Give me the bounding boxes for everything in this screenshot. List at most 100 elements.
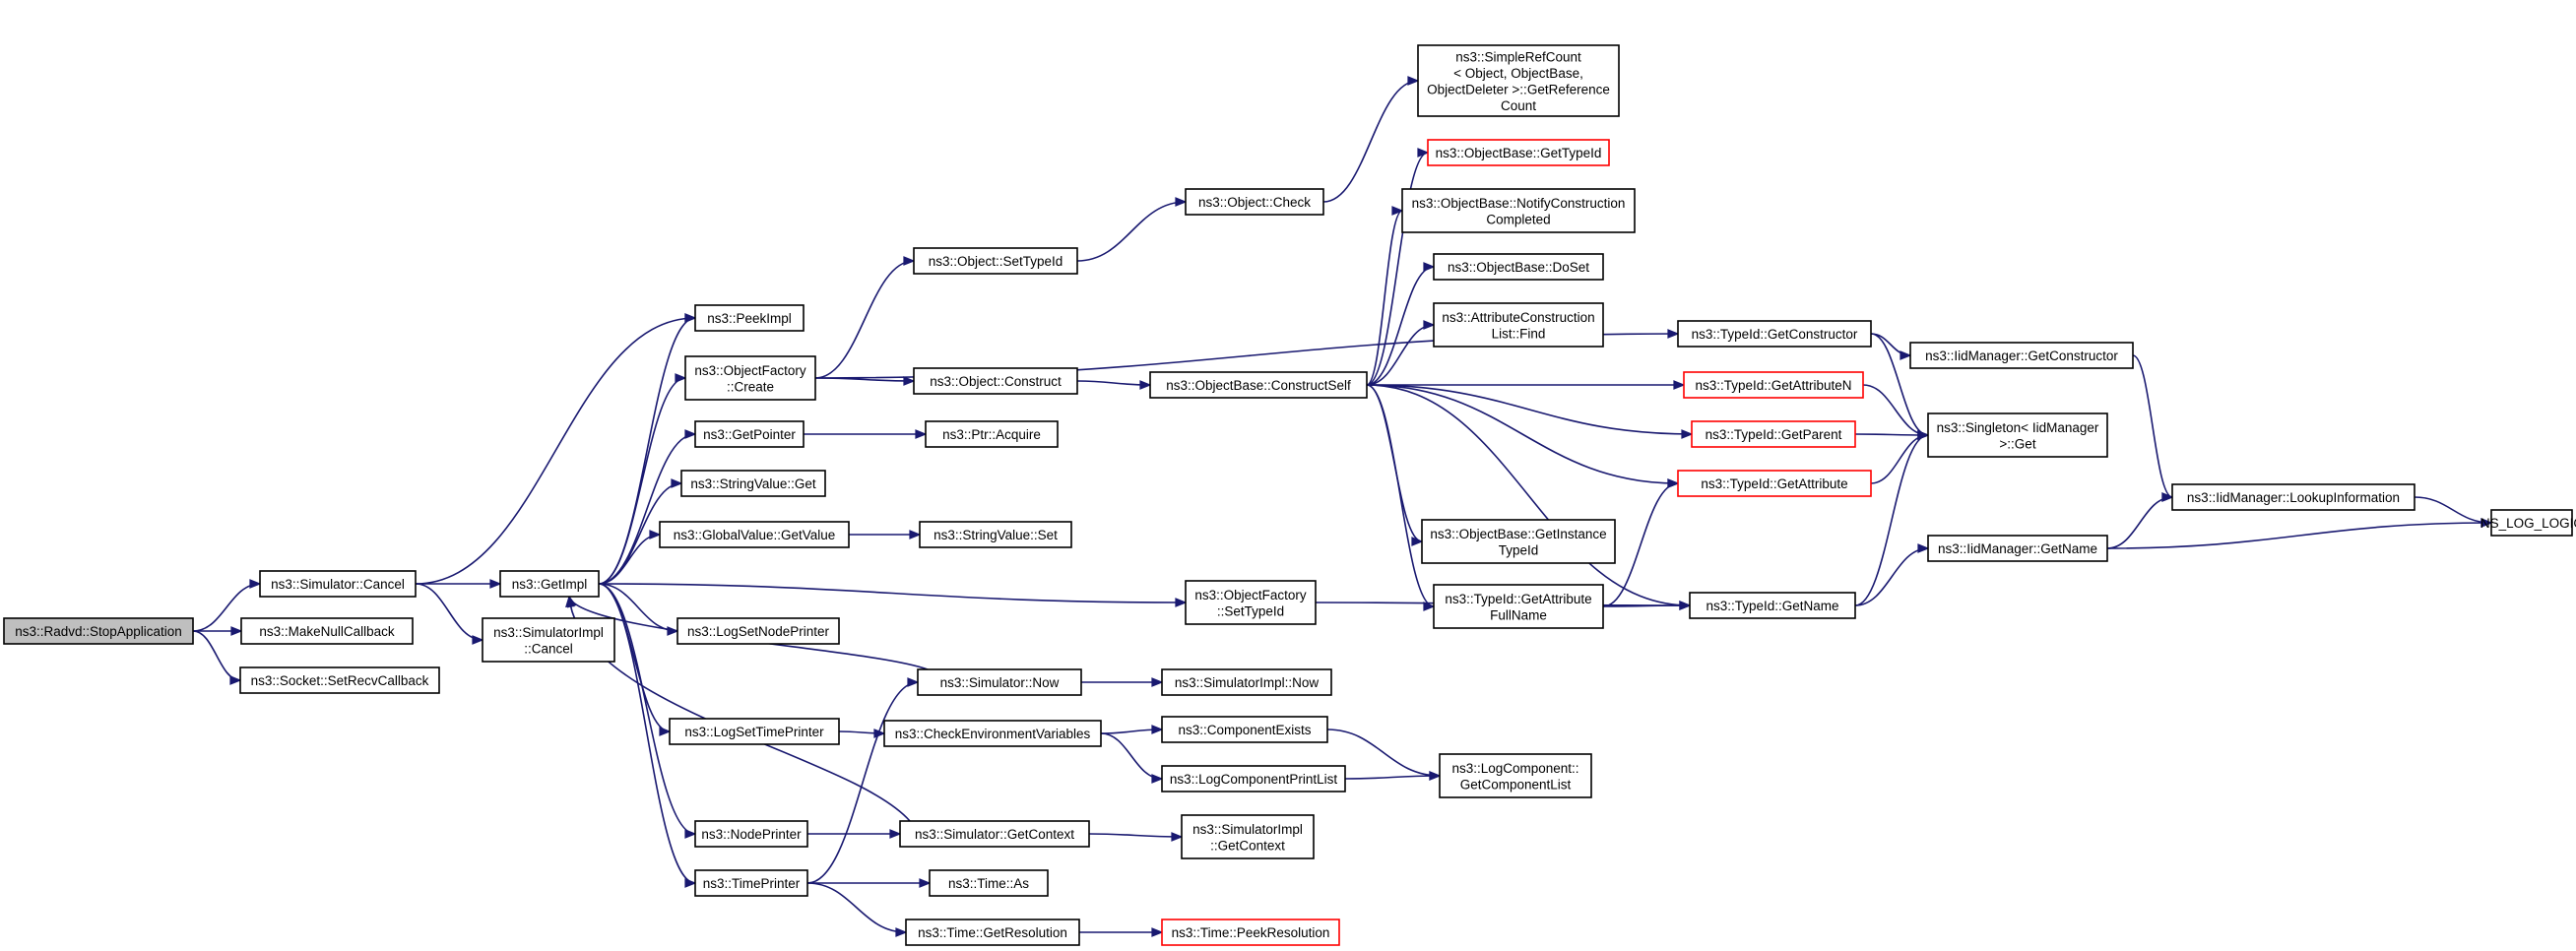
- node-peek-impl[interactable]: ns3::PeekImpl: [694, 304, 805, 332]
- node-log-set-node[interactable]: ns3::LogSetNodePrinter: [676, 617, 840, 645]
- node-iid-lookup[interactable]: ns3::IidManager::LookupInformation: [2171, 483, 2415, 511]
- node-label: ns3::PeekImpl: [707, 311, 792, 326]
- node-sim-now[interactable]: ns3::Simulator::Now: [917, 668, 1082, 696]
- node-src-get-ref[interactable]: ns3::SimpleRefCount< Object, ObjectBase,…: [1417, 44, 1620, 117]
- node-obj-set-type-id[interactable]: ns3::Object::SetTypeId: [913, 247, 1078, 275]
- node-box: [680, 470, 826, 497]
- node-log-set-time[interactable]: ns3::LogSetTimePrinter: [669, 718, 840, 745]
- node-box: [2490, 509, 2573, 537]
- node-time-peek-res[interactable]: ns3::Time::PeekResolution: [1161, 919, 1340, 946]
- node-tid-get-attr[interactable]: ns3::TypeId::GetAttribute: [1677, 470, 1872, 497]
- node-label: ns3::SimulatorImpl: [1192, 822, 1303, 837]
- node-ob-construct-self[interactable]: ns3::ObjectBase::ConstructSelf: [1149, 371, 1368, 399]
- node-label: ns3::ObjectBase::NotifyConstruction: [1412, 196, 1626, 211]
- call-edge: [192, 579, 262, 632]
- node-ob-do-set[interactable]: ns3::ObjectBase::DoSet: [1433, 253, 1604, 281]
- arrowhead: [1391, 206, 1404, 216]
- call-edge: [1076, 380, 1152, 390]
- node-ptr-acquire[interactable]: ns3::Ptr::Acquire: [925, 420, 1059, 448]
- node-time-printer[interactable]: ns3::TimePrinter: [694, 869, 808, 897]
- node-gv-get-value[interactable]: ns3::GlobalValue::GetValue: [659, 521, 850, 548]
- arrowhead: [659, 727, 672, 736]
- node-box: [913, 367, 1078, 395]
- arrowhead: [671, 478, 683, 488]
- node-label: ns3::ObjectFactory: [694, 363, 806, 378]
- call-edge: [193, 626, 243, 636]
- node-tid-get-attr-n[interactable]: ns3::TypeId::GetAttributeN: [1683, 371, 1864, 399]
- node-ns-log-logic[interactable]: NS_LOG_LOGIC: [2480, 509, 2576, 537]
- node-tid-get-name[interactable]: ns3::TypeId::GetName: [1689, 592, 1856, 619]
- node-singleton-get[interactable]: ns3::Singleton< IidManager>::Get: [1927, 412, 2108, 458]
- node-box: [1161, 716, 1328, 743]
- node-sim-impl-cancel[interactable]: ns3::SimulatorImpl::Cancel: [482, 617, 615, 663]
- node-box: [1433, 302, 1604, 348]
- node-label: ns3::Object::Construct: [930, 374, 1062, 389]
- arrowhead: [919, 878, 932, 888]
- node-iid-get-name[interactable]: ns3::IidManager::GetName: [1927, 535, 2108, 562]
- node-sv-get[interactable]: ns3::StringValue::Get: [680, 470, 826, 497]
- call-edge: [806, 677, 920, 884]
- call-edge: [2414, 496, 2493, 528]
- node-iid-get-ctor[interactable]: ns3::IidManager::GetConstructor: [1909, 342, 2134, 369]
- node-label: ns3::StringValue::Get: [690, 476, 816, 491]
- node-sim-impl-get-context[interactable]: ns3::SimulatorImpl::GetContext: [1181, 814, 1315, 859]
- node-time-as[interactable]: ns3::Time::As: [929, 869, 1049, 897]
- node-get-impl[interactable]: ns3::GetImpl: [499, 570, 600, 598]
- node-log-comp-get-list[interactable]: ns3::LogComponent::GetComponentList: [1439, 753, 1592, 798]
- node-label: ns3::Time::PeekResolution: [1172, 925, 1330, 940]
- node-ob-notify[interactable]: ns3::ObjectBase::NotifyConstructionCompl…: [1401, 188, 1636, 233]
- node-label: ns3::ObjectFactory: [1194, 588, 1307, 602]
- node-sim-impl-now[interactable]: ns3::SimulatorImpl::Now: [1161, 668, 1332, 696]
- node-box: [694, 420, 805, 448]
- node-label: ns3::GetImpl: [512, 577, 588, 592]
- node-of-create[interactable]: ns3::ObjectFactory::Create: [684, 355, 816, 401]
- node-of-set-type-id[interactable]: ns3::ObjectFactory::SetTypeId: [1185, 580, 1317, 625]
- arrowhead: [1151, 677, 1164, 687]
- call-edge: [1870, 333, 1912, 360]
- node-check-env[interactable]: ns3::CheckEnvironmentVariables: [883, 720, 1102, 747]
- arrowhead: [2480, 518, 2493, 528]
- node-root[interactable]: ns3::Radvd::StopApplication: [3, 617, 194, 645]
- node-sim-cancel[interactable]: ns3::Simulator::Cancel: [259, 570, 417, 598]
- call-edge: [1100, 732, 1164, 784]
- node-label: FullName: [1490, 607, 1547, 622]
- node-comp-exists[interactable]: ns3::ComponentExists: [1161, 716, 1328, 743]
- call-edge: [1602, 478, 1680, 607]
- node-node-printer[interactable]: ns3::NodePrinter: [694, 820, 808, 848]
- node-box: [1161, 765, 1346, 792]
- call-edge: [1366, 320, 1436, 386]
- node-obj-construct[interactable]: ns3::Object::Construct: [913, 367, 1078, 395]
- arrowhead: [1681, 429, 1694, 439]
- arrowhead: [1417, 148, 1430, 158]
- node-label: ns3::ObjectBase::GetTypeId: [1436, 146, 1602, 160]
- node-make-null[interactable]: ns3::MakeNullCallback: [240, 617, 414, 645]
- node-box: [899, 820, 1090, 848]
- node-set-recv[interactable]: ns3::Socket::SetRecvCallback: [239, 666, 440, 694]
- node-label: >::Get: [1999, 436, 2035, 451]
- node-sim-get-context[interactable]: ns3::Simulator::GetContext: [899, 820, 1090, 848]
- call-edge: [1366, 384, 1436, 611]
- node-box: [1677, 470, 1872, 497]
- node-label: GetComponentList: [1460, 777, 1572, 792]
- node-log-comp-print[interactable]: ns3::LogComponentPrintList: [1161, 765, 1346, 792]
- node-tid-get-ctor[interactable]: ns3::TypeId::GetConstructor: [1677, 320, 1872, 348]
- call-edge: [1366, 262, 1436, 386]
- node-sv-set[interactable]: ns3::StringValue::Set: [919, 521, 1072, 548]
- node-box: [883, 720, 1102, 747]
- node-get-pointer[interactable]: ns3::GetPointer: [694, 420, 805, 448]
- node-box: [684, 355, 816, 401]
- arrowhead: [1667, 478, 1680, 488]
- node-time-get-res[interactable]: ns3::Time::GetResolution: [905, 919, 1080, 946]
- node-tid-get-parent[interactable]: ns3::TypeId::GetParent: [1691, 420, 1856, 448]
- node-label: ns3::LogComponent::: [1451, 761, 1578, 776]
- node-obj-check[interactable]: ns3::Object::Check: [1185, 188, 1324, 216]
- node-box: [1149, 371, 1368, 399]
- arrowhead: [1679, 601, 1692, 610]
- node-label: ns3::Socket::SetRecvCallback: [251, 673, 429, 688]
- call-edge: [814, 256, 916, 379]
- node-ob-get-type-id[interactable]: ns3::ObjectBase::GetTypeId: [1427, 139, 1610, 166]
